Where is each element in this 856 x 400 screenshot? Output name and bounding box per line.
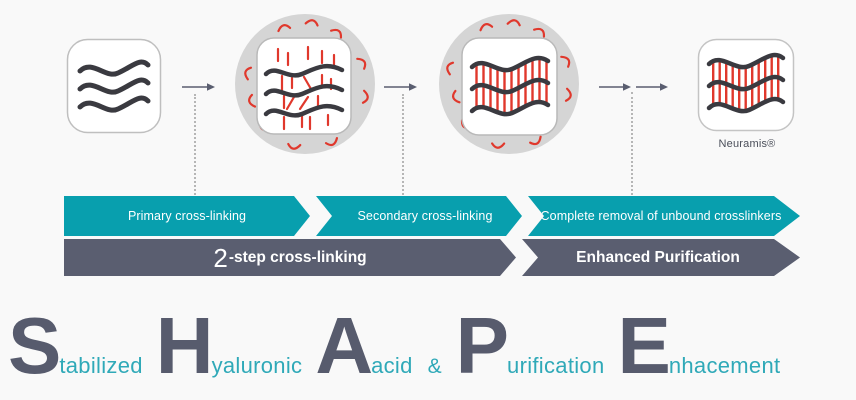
dotted-connector-line <box>631 92 633 195</box>
acronym-letter-e: E <box>617 301 671 390</box>
shape-acronym: S tabilized H yaluronic A acid & P urifi… <box>8 306 854 386</box>
ha-strands-icon <box>66 38 162 134</box>
acronym-word-enhacement: nhacement <box>668 353 781 378</box>
acronym-letter-p: P <box>455 301 509 390</box>
acronym-word-acid: acid <box>371 353 413 378</box>
secondary-crosslinking-icon <box>439 14 579 154</box>
primary-crosslinking-icon <box>235 14 375 154</box>
step-label: Complete removal of unbound crosslinkers <box>540 209 782 223</box>
acronym-ampersand: & <box>427 355 442 378</box>
step-label: Secondary cross-linking <box>357 209 493 223</box>
phase-label: Enhanced Purification <box>576 248 740 266</box>
step-label: Primary cross-linking <box>127 209 247 223</box>
dotted-connector-line <box>402 94 404 195</box>
acronym-word-stabilized: tabilized <box>59 353 143 378</box>
phase-banner-two-step-crosslinking: 2-step cross-linking <box>64 239 516 276</box>
arrow-right-icon <box>636 83 668 91</box>
phase-label: -step cross-linking <box>228 248 367 266</box>
acronym-letter-a: A <box>315 301 373 390</box>
phase-banner-enhanced-purification: Enhanced Purification <box>522 239 800 276</box>
dotted-connector-line <box>194 94 196 195</box>
arrow-right-icon <box>599 83 631 91</box>
product-name-label: Neuramis® <box>718 138 776 150</box>
purified-product-icon <box>697 38 795 132</box>
step-banner-primary-crosslinking: Primary cross-linking <box>64 196 310 236</box>
phase-number: 2 <box>213 242 228 273</box>
acronym-word-purification: urification <box>507 353 605 378</box>
arrow-right-icon <box>384 83 417 91</box>
arrow-right-icon <box>182 83 215 91</box>
acronym-letter-h: H <box>155 301 214 390</box>
step-banner-removal-crosslinkers: Complete removal of unbound crosslinkers <box>528 196 800 236</box>
acronym-word-hyaluronic: yaluronic <box>211 353 303 378</box>
acronym-letter-s: S <box>8 301 61 390</box>
step-banner-secondary-crosslinking: Secondary cross-linking <box>316 196 522 236</box>
